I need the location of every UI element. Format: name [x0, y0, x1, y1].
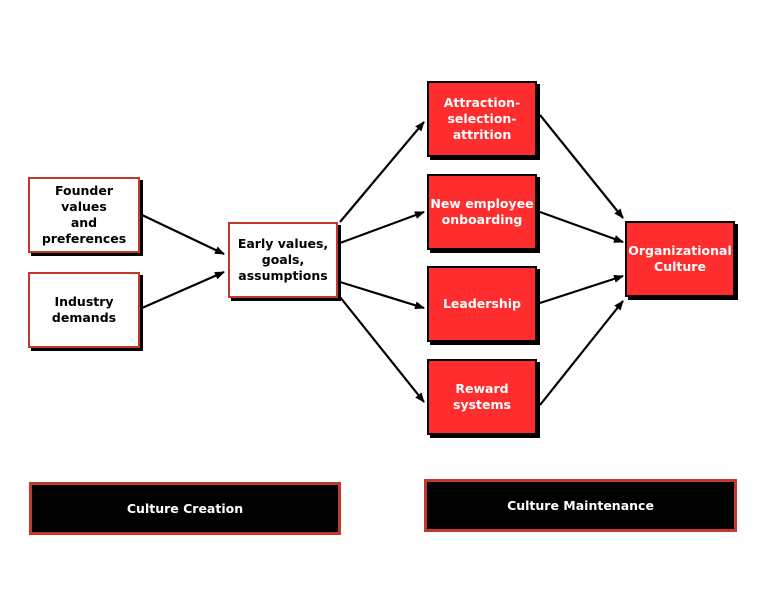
node-founder-values: Founder values and preferences: [28, 177, 140, 253]
arrow-reward-to-culture: [539, 300, 624, 406]
arrow-industry-to-early: [141, 270, 225, 310]
arrow-early-to-leadership: [339, 280, 425, 310]
arrow-early-to-attraction: [339, 121, 425, 223]
node-leadership: Leadership: [427, 266, 537, 342]
node-early-values: Early values, goals, assumptions: [228, 222, 338, 298]
arrow-founder-to-early: [141, 214, 225, 255]
node-new-employee-onboarding: New employee onboarding: [427, 174, 537, 250]
arrow-early-to-reward: [339, 296, 425, 403]
node-industry-demands: Industry demands: [28, 272, 140, 348]
node-reward-systems: Reward systems: [427, 359, 537, 435]
phase-culture-creation: Culture Creation: [29, 482, 341, 535]
node-attraction-selection-attrition: Attraction- selection- attrition: [427, 81, 537, 157]
arrow-early-to-onboarding: [339, 210, 425, 245]
arrow-onboarding-to-culture: [539, 210, 624, 244]
phase-culture-maintenance: Culture Maintenance: [424, 479, 737, 532]
arrow-leadership-to-culture: [539, 274, 624, 305]
node-organizational-culture: Organizational Culture: [625, 221, 735, 297]
arrow-attraction-to-culture: [539, 114, 624, 219]
